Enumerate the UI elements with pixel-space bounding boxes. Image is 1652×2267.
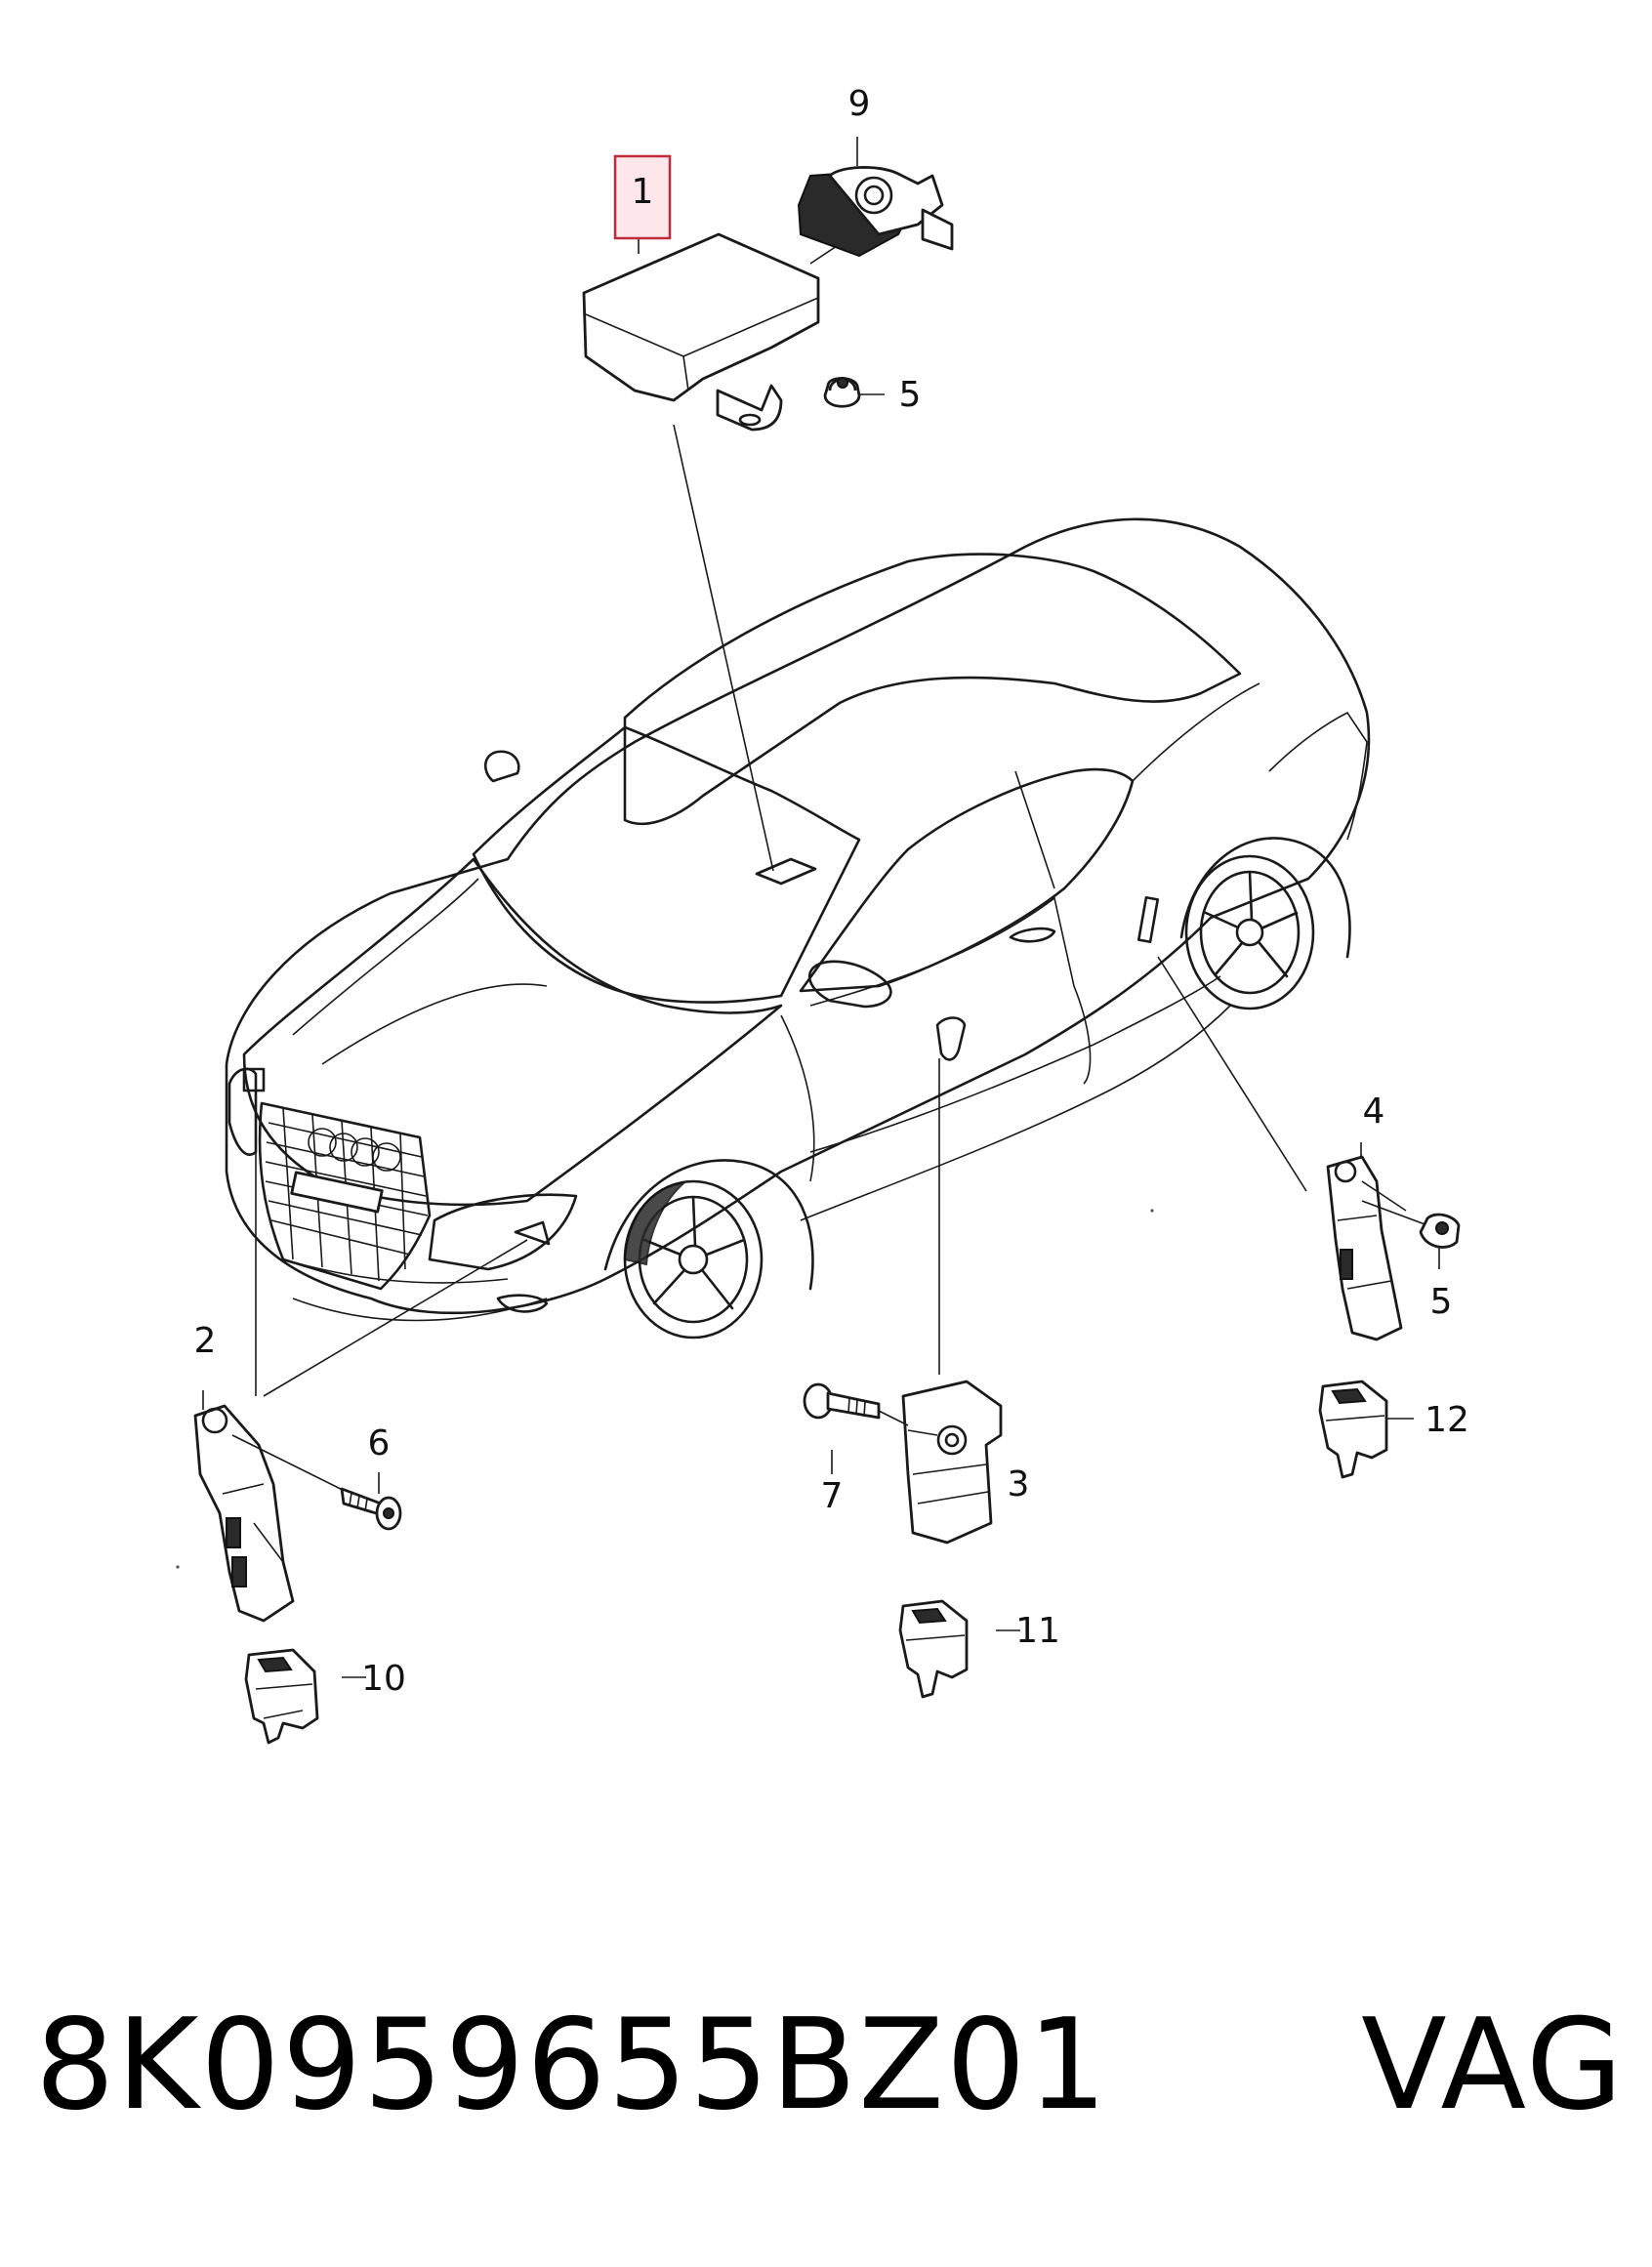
nut-5-right xyxy=(1361,1200,1461,1249)
callout-11: 11 xyxy=(1015,1611,1060,1651)
rear-wheel-icon xyxy=(1179,837,1351,1010)
callout-5-right: 5 xyxy=(1430,1282,1453,1322)
door-sensor-marker xyxy=(935,1016,967,1061)
callout-4: 4 xyxy=(1363,1092,1385,1132)
front-sensor-2 xyxy=(193,1404,367,1623)
part-number: 8K0959655BZ01 xyxy=(35,1992,1109,2138)
connector-12 xyxy=(1318,1380,1388,1479)
callout-12: 12 xyxy=(1425,1400,1469,1440)
location-markers xyxy=(242,857,1160,1246)
side-sensor-3 xyxy=(901,1380,1003,1545)
nut-5-top xyxy=(823,377,861,408)
front-wheel-icon xyxy=(603,1159,814,1340)
callout-1-highlight xyxy=(613,154,672,240)
bolt-7 xyxy=(803,1382,909,1426)
callout-7: 7 xyxy=(821,1476,844,1516)
callout-3: 3 xyxy=(1008,1464,1030,1504)
callout-6: 6 xyxy=(368,1423,391,1463)
callout-1: 1 xyxy=(632,172,654,212)
callout-labels: 1 9 5 2 6 10 7 3 11 4 5 12 xyxy=(194,84,1469,1699)
callout-5-top: 5 xyxy=(899,375,922,415)
callout-2: 2 xyxy=(194,1321,217,1361)
car-illustration xyxy=(225,517,1371,1340)
front-sensor-marker xyxy=(514,1220,551,1246)
screw-6 xyxy=(340,1487,402,1531)
callout-10: 10 xyxy=(361,1659,406,1699)
module-location-marker xyxy=(755,857,817,886)
rear-sensor-4 xyxy=(1326,1155,1407,1341)
rear-sensor-marker xyxy=(1136,895,1160,944)
callout-9: 9 xyxy=(848,84,871,124)
front-left-marker xyxy=(242,1067,266,1092)
crash-sensor-9 xyxy=(797,166,954,258)
footer: 8K0959655BZ01 VAG xyxy=(35,1992,1625,2138)
brand-label: VAG xyxy=(1361,1992,1625,2138)
airbag-control-module xyxy=(582,232,841,432)
connector-11 xyxy=(898,1599,969,1699)
connector-10 xyxy=(244,1648,319,1745)
